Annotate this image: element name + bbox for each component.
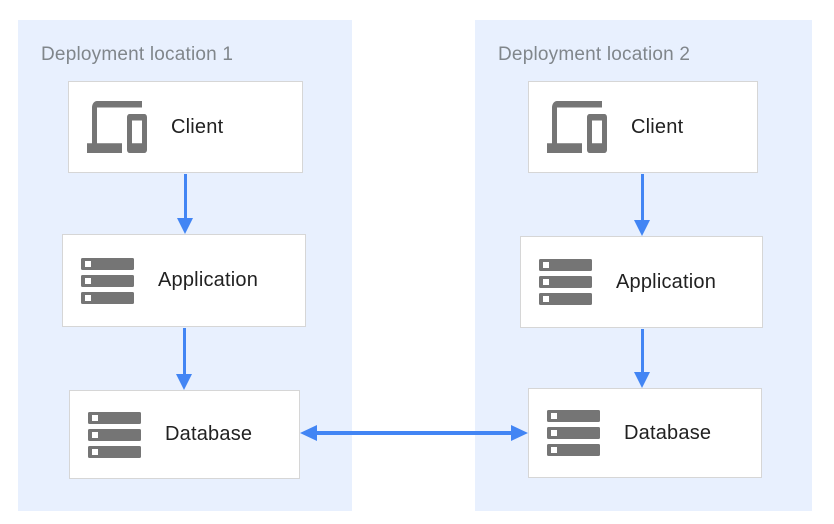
arrow-head-down-icon [177,218,193,234]
node-label: Application [616,270,717,293]
arrow-head-right-icon [511,425,528,441]
node-label: Database [624,421,712,444]
node-label: Client [631,115,684,138]
arrow-line [184,174,187,218]
node-client-2: Client [528,81,758,173]
node-label: Application [158,269,259,291]
arrow-line [641,174,644,220]
server-stack-icon [547,410,600,456]
arrow-head-down-icon [176,374,192,390]
devices-icon [547,101,607,153]
panel-title-1: Deployment location 1 [41,44,234,65]
arrow-line [183,328,186,374]
server-stack-icon [81,257,134,304]
server-stack-icon [88,411,141,458]
arrow-head-left-icon [300,425,317,441]
devices-icon [87,101,147,153]
node-database-1: Database [69,390,300,479]
arrow-head-down-icon [634,372,650,388]
node-application-1: Application [62,234,306,327]
node-label: Client [171,115,224,138]
node-database-2: Database [528,388,762,478]
node-application-2: Application [520,236,763,328]
server-stack-icon [539,259,592,305]
arrow-line [641,329,644,372]
arrow-line [316,431,512,435]
panel-title-2: Deployment location 2 [498,44,691,65]
node-label: Database [165,423,253,445]
arrow-head-down-icon [634,220,650,236]
node-client-1: Client [68,81,303,173]
